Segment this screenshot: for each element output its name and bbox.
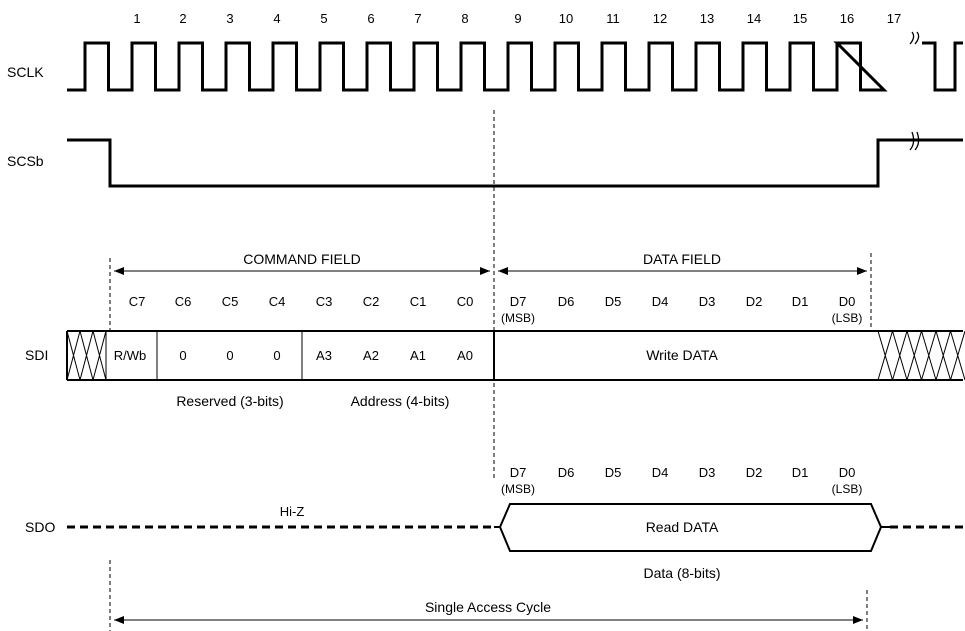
clock-number: 16 [840,11,854,26]
sdi-lsb-label: (LSB) [832,311,863,325]
command-field-label: COMMAND FIELD [243,251,360,267]
sdo-read-data-bus [494,503,890,552]
clock-number: 17 [887,11,901,26]
command-field-arrow [114,267,490,275]
sdo-label: SDO [25,519,55,535]
data-bit-label: D0 [839,465,856,480]
address-bit-cells: A3 A2 A1 A0 [316,348,473,363]
reference-dashed-lines [109,110,872,631]
reserved-bit-cells: 0 0 0 [179,348,280,363]
clock-number: 1 [133,11,140,26]
scsb-waveform [67,138,963,188]
command-bit-label: C6 [175,294,192,309]
command-bit-label: C5 [222,294,239,309]
sdi-bus [66,330,965,381]
rw-bit-cell: R/Wb [114,348,147,363]
reserved-bit-cell: 0 [226,348,233,363]
reserved-caption: Reserved (3-bits) [176,393,283,409]
hiz-label: Hi-Z [280,504,305,519]
data-bit-label: D5 [605,465,622,480]
sclk-waveform [67,41,963,92]
clock-number: 4 [273,11,280,26]
clock-number: 2 [179,11,186,26]
clock-number: 15 [793,11,807,26]
reserved-bit-cell: 0 [179,348,186,363]
command-bit-label: C0 [457,294,474,309]
read-data-label: Read DATA [646,519,719,535]
data-bit-label: D2 [746,294,763,309]
command-bit-label: C1 [410,294,427,309]
reserved-bit-cell: 0 [273,348,280,363]
data-bit-label: D6 [558,294,575,309]
address-bit-cell: A0 [457,348,473,363]
address-caption: Address (4-bits) [351,393,450,409]
data-bit-label: D6 [558,465,575,480]
data-bit-label: D2 [746,465,763,480]
clock-number: 13 [700,11,714,26]
data-field-label: DATA FIELD [643,251,721,267]
data-bit-label: D7 [510,465,527,480]
address-bit-cell: A3 [316,348,332,363]
sclk-label: SCLK [7,64,44,80]
single-access-cycle-arrow [114,616,863,624]
data-caption: Data (8-bits) [643,565,720,581]
command-bit-label: C4 [269,294,286,309]
address-bit-cell: A2 [363,348,379,363]
command-bit-label: C7 [129,294,146,309]
data-bit-label: D4 [652,465,669,480]
data-bit-label: D5 [605,294,622,309]
clock-number: 8 [461,11,468,26]
command-bit-label: C2 [363,294,380,309]
command-bit-labels: C7 C6 C5 C4 C3 C2 C1 C0 [129,294,474,309]
single-access-cycle-label: Single Access Cycle [425,599,551,615]
data-bit-label: D3 [699,465,716,480]
data-bit-label: D4 [652,294,669,309]
sdo-lsb-label: (LSB) [832,482,863,496]
clock-number: 7 [414,11,421,26]
command-bit-label: C3 [316,294,333,309]
data-bit-label: D1 [792,294,809,309]
write-data-label: Write DATA [646,347,718,363]
data-field-arrow [498,267,867,275]
clock-number: 14 [747,11,761,26]
sdo-msb-label: (MSB) [501,482,535,496]
clock-number: 9 [514,11,521,26]
sdi-data-bit-labels: D7 D6 D5 D4 D3 D2 D1 D0 [510,294,856,309]
data-bit-label: D7 [510,294,527,309]
data-bit-label: D3 [699,294,716,309]
address-bit-cell: A1 [410,348,426,363]
clock-number: 3 [226,11,233,26]
scsb-label: SCSb [7,153,44,169]
sclk-break-marks [909,31,920,45]
sdi-label: SDI [25,347,48,363]
clock-number: 5 [320,11,327,26]
clock-number: 11 [606,11,620,26]
clock-number: 6 [367,11,374,26]
sdo-data-bit-labels: D7 D6 D5 D4 D3 D2 D1 D0 [510,465,856,480]
data-bit-label: D0 [839,294,856,309]
data-bit-label: D1 [792,465,809,480]
clock-number: 10 [559,11,573,26]
sdi-msb-label: (MSB) [501,311,535,325]
scsb-break-marks [909,131,920,151]
clock-number: 12 [653,11,667,26]
